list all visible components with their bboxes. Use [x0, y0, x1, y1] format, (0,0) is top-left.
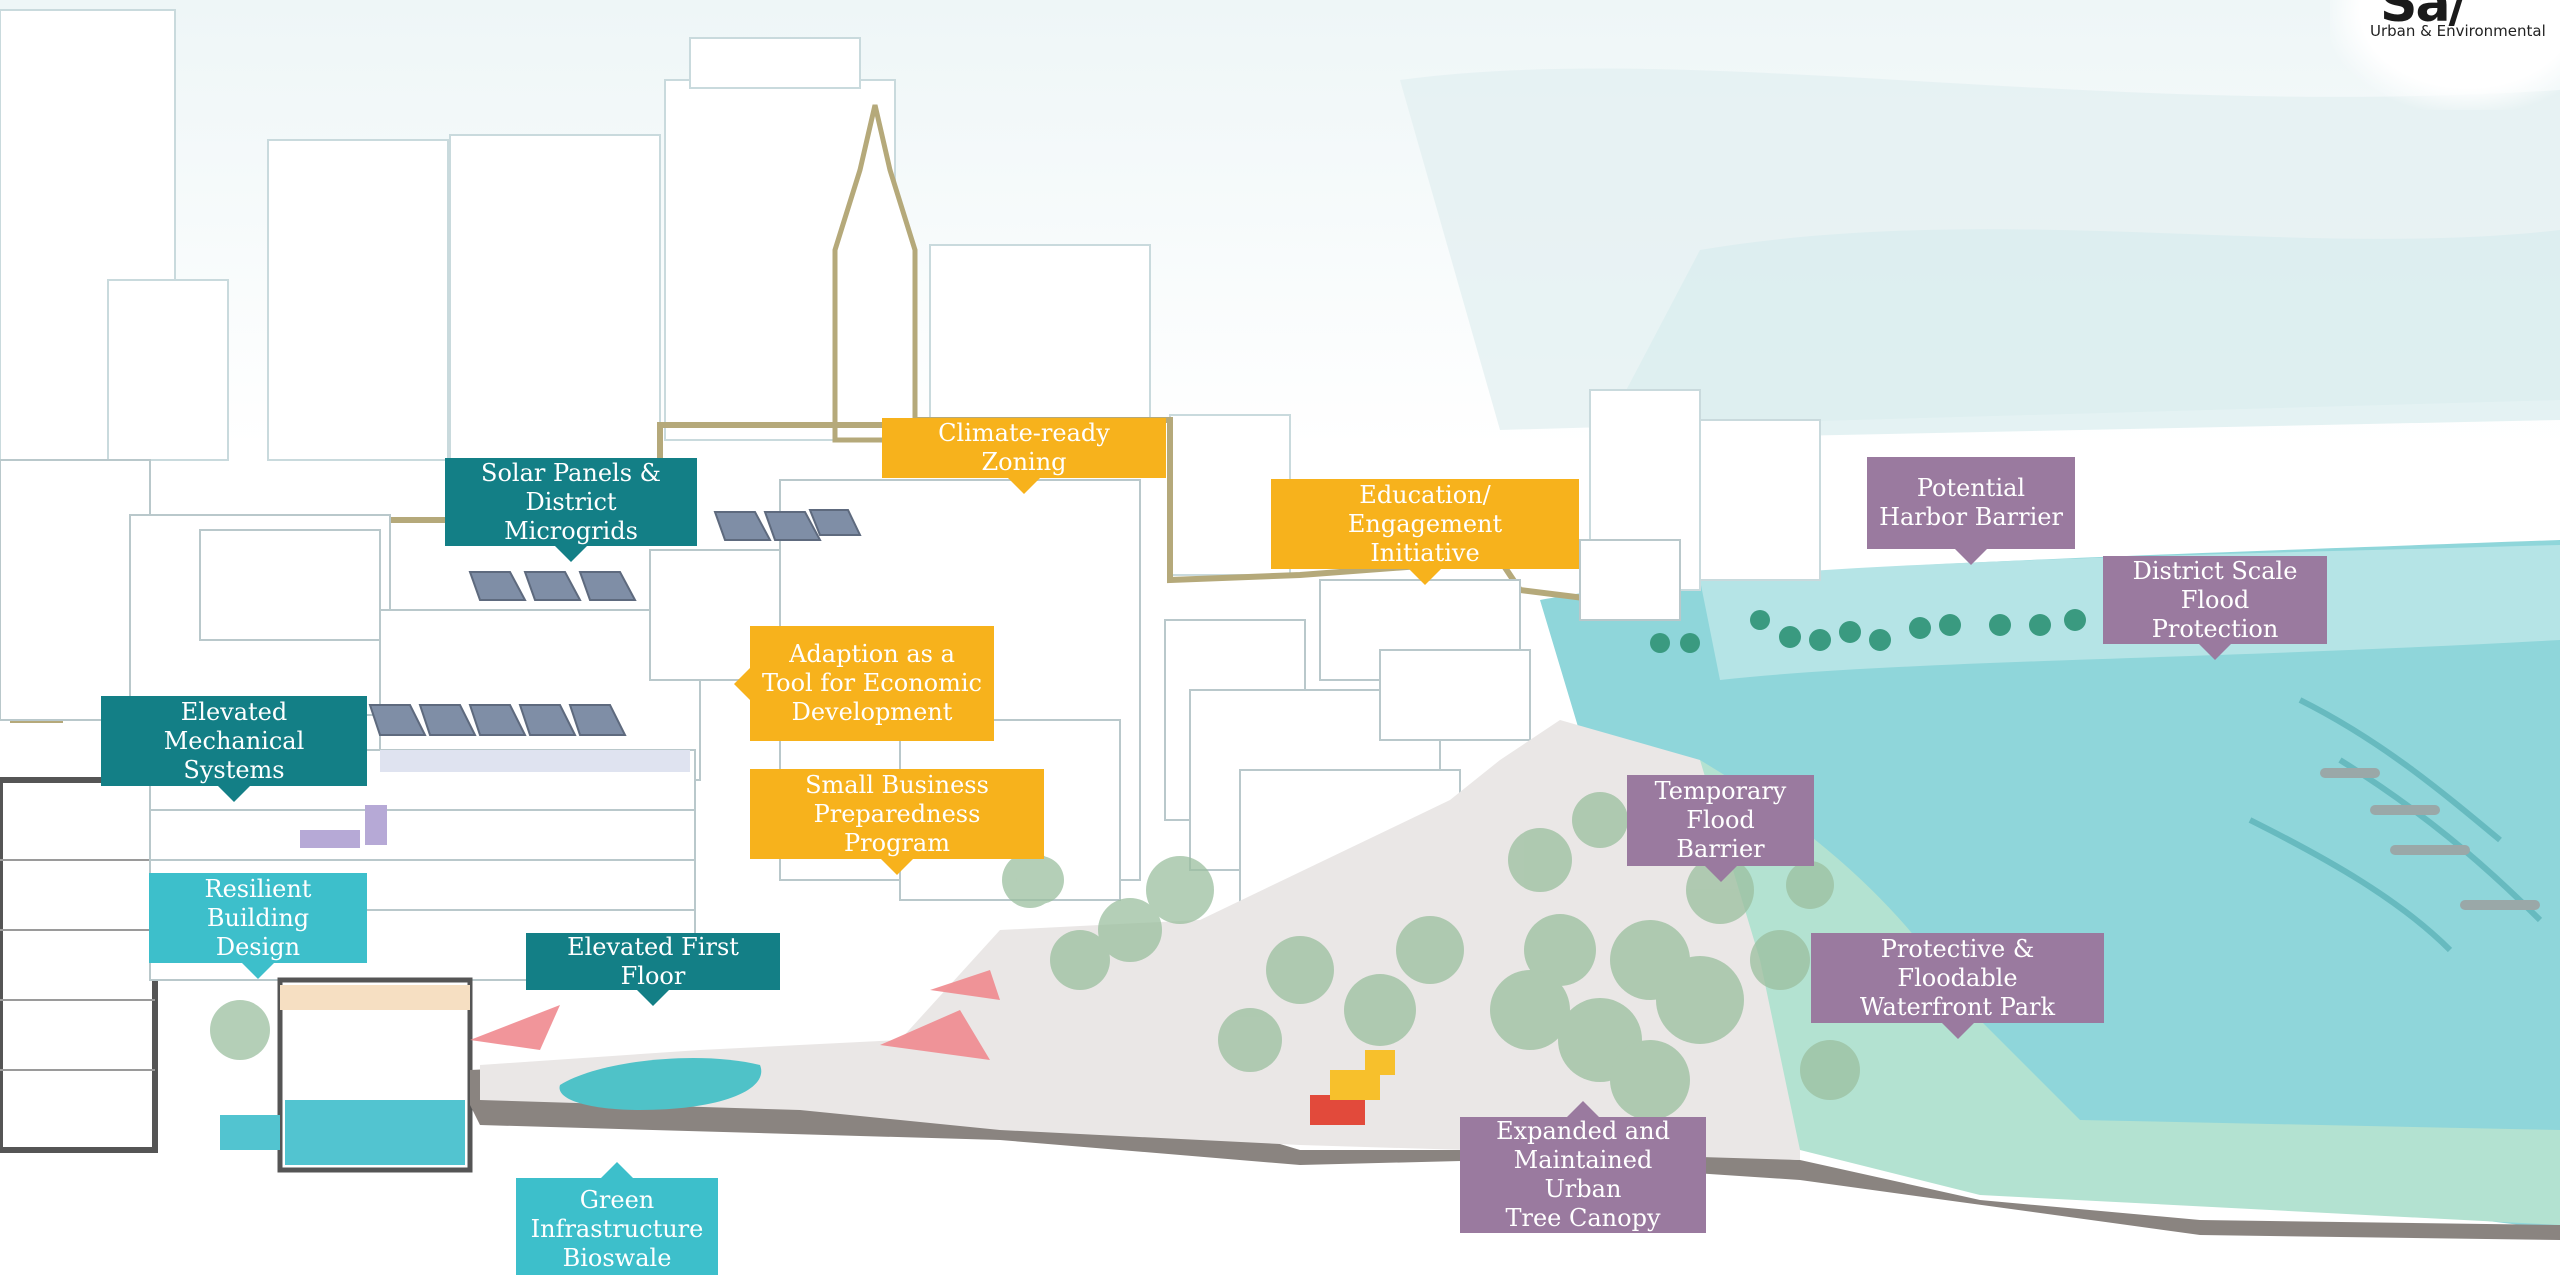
- water-ripples: [2248, 697, 2543, 953]
- callout-elevated-mechanical-text: Elevated Mechanical Systems: [163, 697, 305, 784]
- logo-subtitle: Urban & Environmental: [2370, 22, 2546, 40]
- callout-waterfront-park: Protective & Floodable Waterfront Park: [1811, 933, 2104, 1039]
- sky-haze-2: [1600, 229, 2560, 440]
- cutaway-building: [0, 749, 696, 1173]
- background-towers: [0, 9, 1821, 591]
- logo-mark: Sa/: [2380, 0, 2468, 34]
- callout-solar-panels: Solar Panels & District Microgrids: [445, 458, 697, 562]
- callout-district-flood-text: District Scale Flood Protection: [2132, 556, 2298, 643]
- callout-harbor-barrier-text: Potential Harbor Barrier: [1879, 474, 2063, 531]
- callout-small-business-text: Small Business Preparedness Program: [805, 770, 989, 857]
- boats: [2320, 768, 2540, 910]
- callout-urban-canopy: Expanded and Maintained Urban Tree Canop…: [1460, 1101, 1706, 1233]
- logo: Sa/ Urban & Environmental: [2330, 0, 2560, 110]
- callout-solar-panels-text: Solar Panels & District Microgrids: [481, 458, 661, 545]
- waterfront-park-green: [1700, 760, 2560, 1225]
- callout-harbor-barrier: Potential Harbor Barrier: [1867, 457, 2075, 565]
- callout-elevated-first-floor: Elevated First Floor: [526, 932, 780, 1006]
- callout-climate-zoning-text: Climate-ready Zoning: [938, 419, 1110, 476]
- solar-panels: [368, 509, 862, 736]
- vehicles: [1310, 1050, 1395, 1125]
- callout-temporary-barrier: Temporary Flood Barrier: [1627, 775, 1814, 882]
- callout-resilient-building: Resilient Building Design: [149, 873, 367, 979]
- callout-district-flood: District Scale Flood Protection: [2103, 556, 2327, 660]
- callout-green-infrastructure: Green Infrastructure Bioswale: [516, 1162, 718, 1275]
- callout-climate-zoning: Climate-ready Zoning: [882, 418, 1166, 494]
- shade-canopies: [470, 970, 1000, 1060]
- callout-adaption-text: Adaption as a Tool for Economic Developm…: [762, 640, 982, 726]
- callout-green-infrastructure-text: Green Infrastructure Bioswale: [530, 1186, 704, 1272]
- callout-education: Education/ Engagement Initiative: [1271, 479, 1579, 585]
- trees: [210, 792, 1860, 1120]
- clock-tower: [832, 104, 918, 443]
- callout-urban-canopy-text: Expanded and Maintained Urban Tree Canop…: [1496, 1117, 1670, 1232]
- callout-waterfront-park-text: Protective & Floodable Waterfront Park: [1859, 934, 2056, 1021]
- callout-elevated-mechanical: Elevated Mechanical Systems: [101, 696, 367, 802]
- callout-temporary-barrier-text: Temporary Flood Barrier: [1654, 777, 1787, 863]
- waterfront-trees: [1650, 609, 2086, 653]
- callout-small-business: Small Business Preparedness Program: [750, 769, 1044, 875]
- callout-education-text: Education/ Engagement Initiative: [1347, 480, 1503, 567]
- bioswale-pond: [559, 1057, 762, 1110]
- callout-elevated-first-floor-text: Elevated First Floor: [567, 932, 739, 990]
- callout-resilient-building-text: Resilient Building Design: [204, 874, 312, 961]
- callout-adaption: Adaption as a Tool for Economic Developm…: [734, 626, 994, 741]
- mechanical-units: [300, 805, 387, 848]
